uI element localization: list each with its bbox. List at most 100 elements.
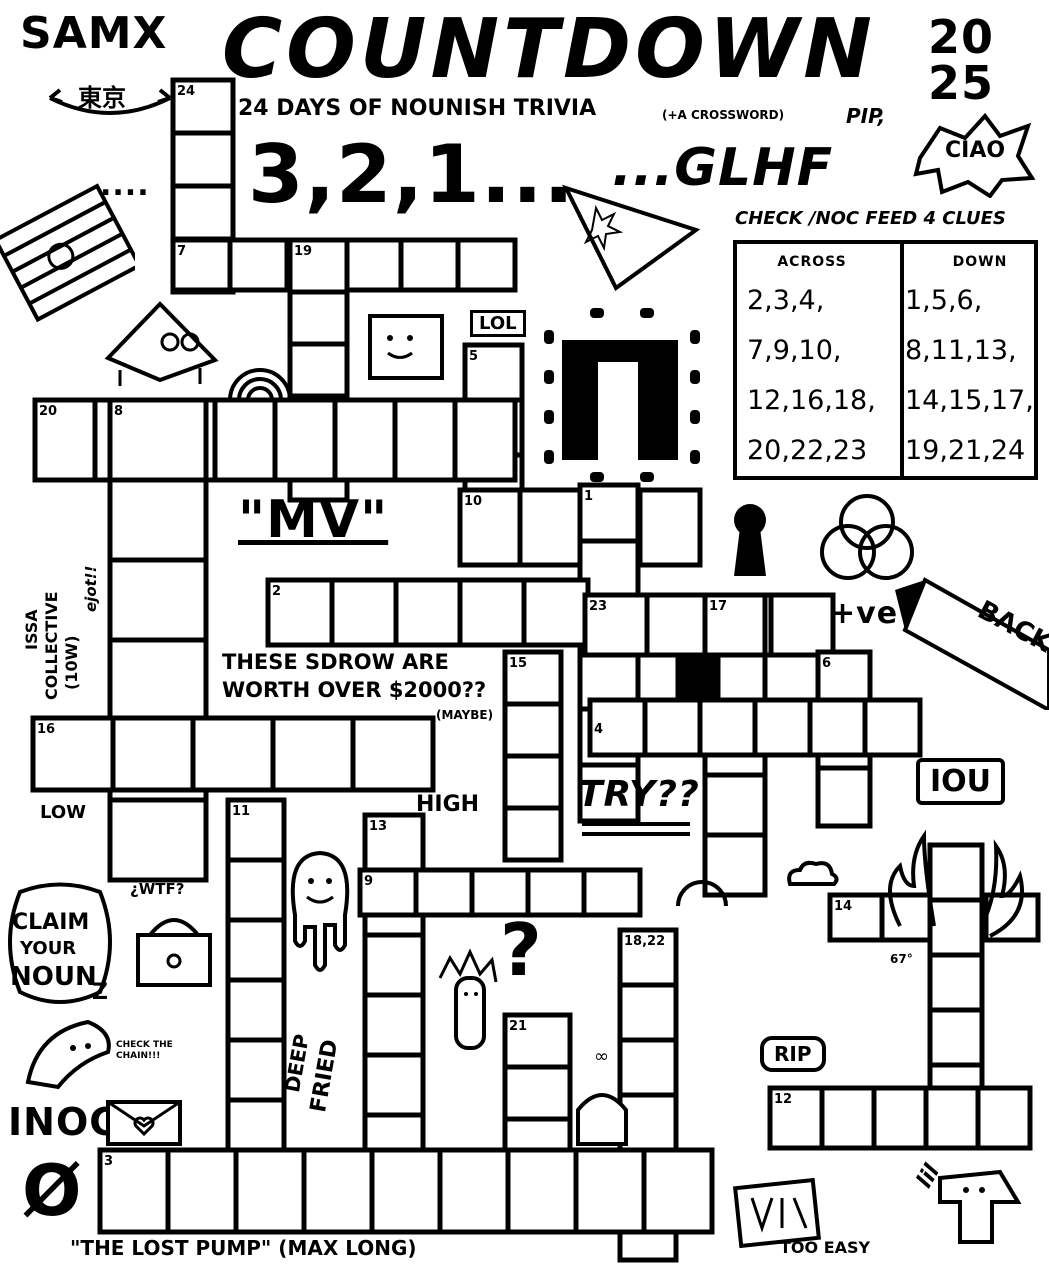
grid-cell[interactable] [641, 1147, 715, 1235]
grid-cell[interactable] [369, 1147, 443, 1235]
grid-cell[interactable] [32, 397, 98, 483]
grid-cell[interactable] [457, 577, 527, 648]
grid-cell[interactable] [637, 487, 703, 568]
grid-cell[interactable] [581, 867, 643, 918]
pencil-icon [895, 577, 1049, 710]
grid-cell[interactable] [97, 1147, 171, 1235]
grid-cell[interactable] [107, 397, 209, 483]
plus-ve-label: +ve [830, 596, 899, 631]
grid-cell[interactable] [350, 715, 436, 793]
grid-cell[interactable] [819, 1085, 877, 1151]
grid-cell[interactable] [332, 397, 398, 483]
grid-cell[interactable] [457, 487, 523, 568]
grid-cell[interactable] [455, 237, 518, 293]
grid-cell[interactable] [807, 697, 868, 758]
grid-cell[interactable] [502, 649, 564, 707]
basket-icon [136, 918, 212, 987]
grid-cell[interactable] [225, 1037, 287, 1103]
grid-cell[interactable] [617, 927, 679, 988]
grid-cell[interactable] [225, 857, 287, 923]
grid-cell[interactable] [362, 812, 426, 878]
grid-cell[interactable] [815, 765, 873, 829]
grid-cell[interactable] [413, 867, 475, 918]
grid-cell[interactable] [452, 397, 518, 483]
ciao-burst-icon [913, 112, 1036, 198]
grid-cell[interactable] [170, 237, 233, 293]
worth-label: WORTH OVER $2000?? [222, 678, 487, 702]
grid-cell[interactable] [502, 1064, 573, 1122]
grid-cell[interactable] [270, 715, 356, 793]
too-easy-label: TOO EASY [780, 1238, 871, 1257]
grid-cell[interactable] [212, 397, 278, 483]
grid-cell[interactable] [329, 577, 399, 648]
cell-number: 17 [709, 599, 727, 614]
grid-cell[interactable] [517, 487, 583, 568]
grid-cell[interactable] [165, 1147, 239, 1235]
question-mark: ? [500, 908, 543, 992]
grid-cell[interactable] [301, 1147, 375, 1235]
grid-cell[interactable] [170, 183, 236, 242]
grid-cell[interactable] [110, 715, 196, 793]
grid-cell[interactable] [927, 1007, 985, 1068]
grid-cell[interactable] [462, 342, 525, 403]
grid-cell[interactable] [502, 805, 564, 863]
grid-cell[interactable] [272, 397, 338, 483]
cell-number: 10 [464, 494, 482, 509]
grid-cell[interactable] [752, 697, 813, 758]
grid-cell[interactable] [862, 697, 923, 758]
these-words-label: THESE SDROW ARE [222, 650, 449, 674]
grid-cell[interactable] [190, 715, 276, 793]
grid-cell[interactable] [697, 697, 758, 758]
grid-cell[interactable] [287, 341, 350, 399]
grid-cell[interactable] [502, 701, 564, 759]
grid-cell[interactable] [362, 992, 426, 1058]
grid-cell[interactable] [927, 897, 985, 958]
grid-cell[interactable] [577, 762, 641, 824]
cell-number: 2 [272, 584, 281, 599]
grid-cell[interactable] [227, 237, 290, 293]
grid-cell[interactable] [927, 842, 985, 903]
grid-cell[interactable] [225, 977, 287, 1043]
angle-label: 67° [890, 952, 913, 966]
grid-cell[interactable] [642, 697, 703, 758]
grid-cell[interactable] [107, 557, 209, 643]
grid-cell[interactable] [170, 130, 236, 189]
grid-cell[interactable] [975, 1085, 1033, 1151]
vibe-sticker-icon [732, 1178, 822, 1248]
grid-cell[interactable] [341, 237, 404, 293]
grid-cell[interactable] [392, 397, 458, 483]
cell-number: 13 [369, 819, 387, 834]
grid-cell[interactable] [469, 867, 531, 918]
grid-cell[interactable] [871, 1085, 929, 1151]
grid-cell[interactable] [362, 932, 426, 998]
maybe-label: (MAYBE) [436, 708, 494, 722]
rip-stamp: RIP [760, 1036, 826, 1072]
grid-cell[interactable] [617, 982, 679, 1043]
grid-cell[interactable] [287, 289, 350, 347]
grid-cell[interactable] [30, 715, 116, 793]
grid-cell[interactable] [521, 577, 591, 648]
grid-cell[interactable] [923, 1085, 981, 1151]
grid-cell[interactable] [393, 577, 463, 648]
grid-cell[interactable] [702, 772, 768, 838]
grid-cell[interactable] [437, 1147, 511, 1235]
grid-cell[interactable] [107, 637, 209, 723]
grid-cell[interactable] [617, 1037, 679, 1098]
grid-cell[interactable] [362, 1052, 426, 1118]
page-title: COUNTDOWN [222, 2, 876, 97]
grid-cell[interactable] [644, 592, 712, 658]
grid-cell[interactable] [502, 753, 564, 811]
grid-cell[interactable] [573, 1147, 647, 1235]
grid-cell[interactable] [505, 1147, 579, 1235]
high-label: HIGH [416, 792, 480, 817]
grid-cell[interactable] [107, 477, 209, 563]
grid-cell[interactable] [233, 1147, 307, 1235]
grid-cell[interactable] [927, 952, 985, 1013]
lol-label: LOL [470, 310, 526, 337]
grid-cell[interactable] [398, 237, 461, 293]
grid-cell[interactable] [107, 797, 209, 883]
grid-cell[interactable] [768, 592, 836, 658]
grid-cell[interactable] [225, 917, 287, 983]
